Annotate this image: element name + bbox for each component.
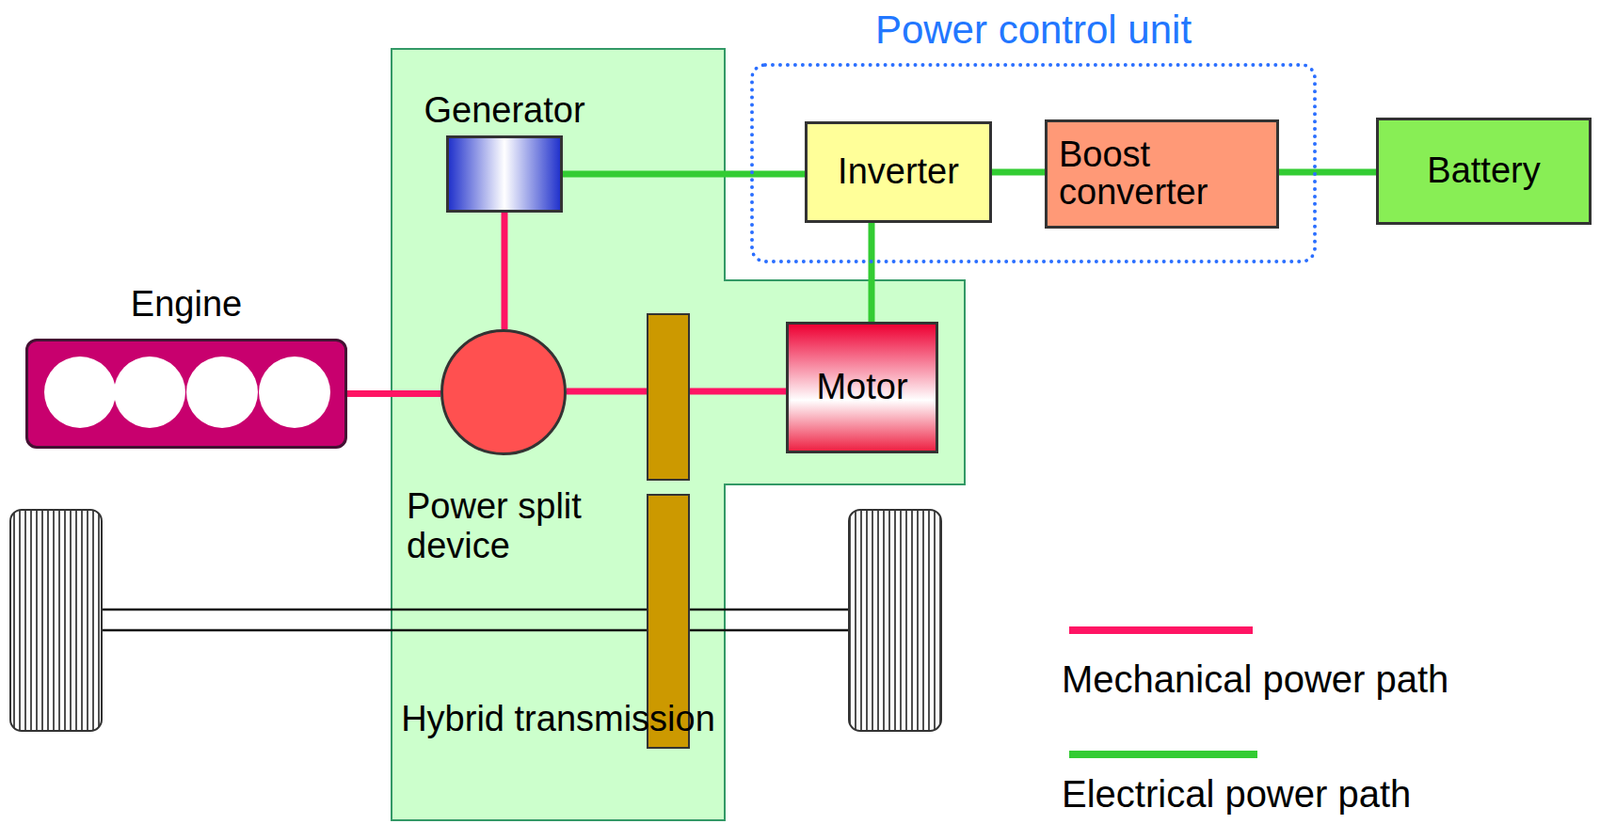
circle-shape	[442, 331, 566, 455]
inverter-box: Inverter	[804, 121, 992, 224]
generator-box: Generator	[446, 135, 563, 213]
engine-cylinder	[113, 356, 186, 429]
power-path-line	[868, 223, 876, 322]
legend-line-sample	[1069, 626, 1253, 635]
control-unit-group: Power control unitInverterBoost converte…	[750, 63, 1317, 264]
legend-line-sample	[1069, 751, 1258, 759]
box-label: Inverter	[837, 153, 960, 192]
region-shape	[391, 48, 965, 821]
battery-box: Battery	[1376, 117, 1592, 225]
box-label: Motor	[816, 368, 908, 407]
group-title: Power control unit	[875, 8, 1192, 52]
region-label: Hybrid transmission	[391, 700, 725, 740]
circle-outline	[440, 329, 567, 456]
part-heading: Generator	[423, 91, 585, 131]
axle-line	[101, 629, 849, 633]
box-label: Boost converter	[1058, 136, 1265, 212]
motor-box: Motor	[785, 321, 939, 454]
legend-text: Electrical power path	[1061, 773, 1411, 816]
engine-cylinder	[44, 356, 116, 429]
axle-line	[101, 608, 849, 612]
part-label: Power split device	[406, 487, 624, 567]
wheel	[848, 510, 942, 732]
engine-cylinder	[186, 356, 258, 429]
power-path-line	[562, 171, 805, 178]
power-split-circle: Power split device	[440, 329, 567, 456]
power-path-line	[347, 390, 441, 398]
part-heading: Engine	[130, 285, 242, 325]
box-label: Battery	[1426, 152, 1540, 191]
gear-plate	[647, 314, 689, 480]
cylinder-group	[25, 338, 348, 449]
power-path-line	[501, 212, 509, 330]
engine-block: Engine	[25, 338, 348, 449]
engine-cylinder	[258, 356, 331, 429]
wheel	[10, 510, 102, 732]
converter-box: Boost converter	[1044, 119, 1280, 229]
legend-text: Mechanical power path	[1061, 658, 1449, 701]
power-path-line	[1279, 169, 1376, 176]
power-path-line	[992, 169, 1045, 176]
